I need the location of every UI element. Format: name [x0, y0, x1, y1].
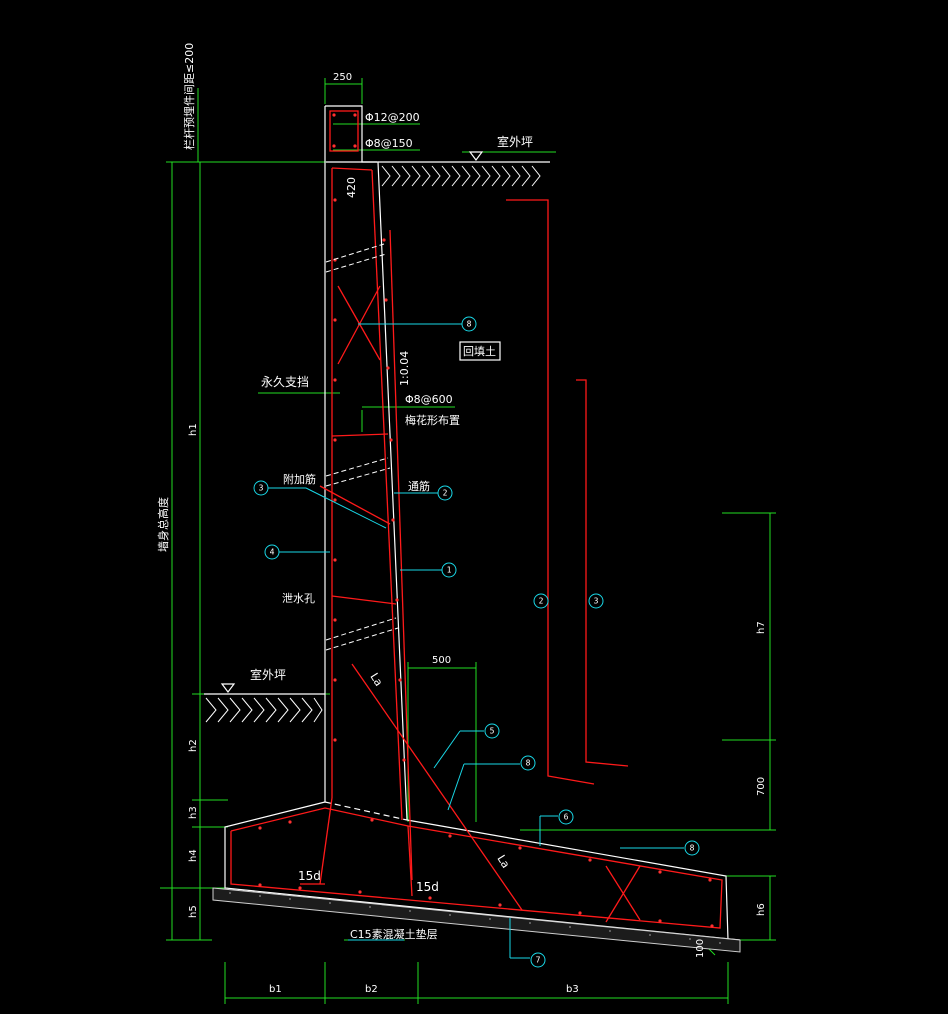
d15-label-1: 15d: [298, 869, 321, 883]
svg-text:3: 3: [594, 597, 599, 606]
dim-h4: h4: [188, 849, 199, 862]
dim-100: 100: [695, 939, 706, 958]
tie-bar-note: 梅花形布置: [405, 413, 460, 427]
through-bar-label: 通筋: [408, 479, 430, 493]
dim-b3: b3: [566, 984, 579, 995]
dim-700: 700: [756, 777, 767, 796]
drain-holes: [325, 243, 399, 651]
dim-h7: h7: [756, 621, 767, 634]
callout-2a: 2: [437, 485, 453, 501]
cushion-texture: [229, 892, 721, 944]
callout-5: 5: [484, 723, 500, 739]
svg-text:3: 3: [259, 484, 264, 493]
svg-text:8: 8: [467, 320, 472, 329]
svg-text:8: 8: [690, 844, 695, 853]
rebar: [230, 110, 723, 929]
slope-label: 1:0.04: [398, 351, 411, 386]
rebar-dots: [258, 113, 714, 928]
dim-h2: h2: [188, 739, 199, 752]
la-label-1: La: [367, 671, 385, 689]
permanent-support-label: 永久支挡: [261, 375, 309, 389]
dim-500: 500: [432, 655, 451, 666]
svg-text:2: 2: [443, 489, 448, 498]
outdoor-grade-top: 室外坪: [497, 134, 533, 149]
svg-text:2: 2: [539, 597, 544, 606]
callout-6: 6: [558, 809, 574, 825]
top-note-label: 栏杆预埋件间距≤200: [182, 43, 196, 150]
tie-bar-label: Φ8@600: [405, 393, 453, 406]
dim-h3: h3: [188, 806, 199, 819]
callout-1: 1: [441, 562, 457, 578]
rebar-label-top2: Φ8@150: [365, 137, 413, 150]
callout-8a: 8: [461, 316, 477, 332]
la-label-2: La: [494, 853, 512, 871]
callout-8b: 8: [520, 755, 536, 771]
d15-label-2: 15d: [416, 880, 439, 894]
dim-420: 420: [345, 177, 358, 198]
dim-b1: b1: [269, 984, 282, 995]
callout-leaders: [268, 323, 684, 959]
svg-text:6: 6: [564, 813, 569, 822]
soil-hatch: [205, 165, 541, 723]
dim-h5: h5: [188, 905, 199, 918]
grade-markers: [220, 151, 484, 693]
extra-bar-label: 附加筋: [283, 472, 316, 486]
svg-text:7: 7: [536, 956, 541, 965]
backfill-label: 回填土: [463, 344, 496, 358]
rebar-label-top1: Φ12@200: [365, 111, 420, 124]
dim-h6-right: h6: [756, 903, 767, 916]
dim-250: 250: [333, 72, 352, 83]
wall-outline: [204, 105, 741, 941]
callout-4: 4: [264, 544, 280, 560]
svg-text:1: 1: [447, 566, 452, 575]
callout-2b: 2: [533, 593, 549, 609]
c15-cushion: [212, 887, 741, 953]
callout-8c: 8: [684, 840, 700, 856]
callout-3a: 3: [253, 480, 269, 496]
dim-h1: h1: [188, 423, 199, 436]
cushion-label: C15素混凝土垫层: [350, 927, 438, 941]
svg-text:5: 5: [490, 727, 495, 736]
dim-b2: b2: [365, 984, 378, 995]
callout-7: 7: [530, 952, 546, 968]
callout-3b: 3: [588, 593, 604, 609]
outdoor-grade-bottom: 室外坪: [250, 667, 286, 682]
wall-height-label: 墙身总高度: [156, 497, 170, 552]
svg-text:4: 4: [270, 548, 275, 557]
drain-hole-label: 泄水孔: [282, 592, 315, 605]
svg-text:8: 8: [526, 759, 531, 768]
dimension-lines: [160, 78, 776, 1004]
